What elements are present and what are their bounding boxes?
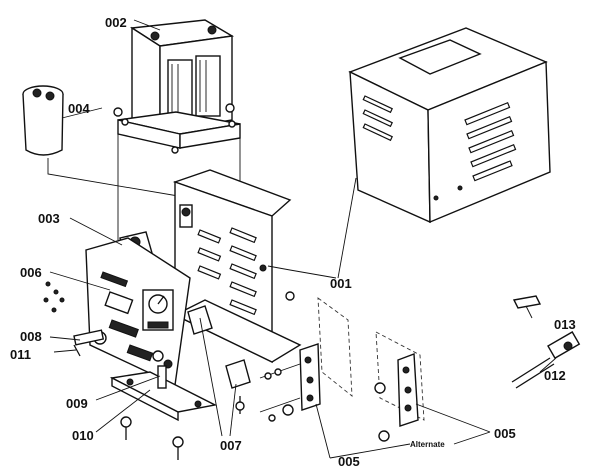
strain-relief-part [73,329,105,357]
alternate-label: Alternate [410,440,445,449]
callout-013: 013 [554,317,576,332]
callout-012: 012 [544,368,566,383]
callout-008: 008 [20,329,42,344]
transformer-part [113,19,241,154]
screws-group [43,281,65,313]
terminal-tab-part [512,295,542,309]
callout-011: 011 [10,347,31,362]
callout-009: 009 [66,396,88,411]
callout-006: 006 [20,265,42,280]
capacitor-part [22,85,64,156]
cabinet-cover-part [348,27,551,224]
callout-001: 001 [330,276,352,291]
callout-003: 003 [38,211,60,226]
leader-lines [49,19,557,459]
callout-005-primary: 005 [338,454,360,469]
base-bracket-part [109,365,245,460]
front-panel-part [85,237,191,387]
cable-clamp-part [511,331,581,389]
callout-007: 007 [220,438,242,453]
callout-005-alternate: 005 [494,426,516,441]
callout-010: 010 [72,428,94,443]
callout-002: 002 [105,15,127,30]
rectifier-alternate-part [374,331,425,442]
callout-004: 004 [68,101,90,116]
rectifier-part [259,297,353,422]
